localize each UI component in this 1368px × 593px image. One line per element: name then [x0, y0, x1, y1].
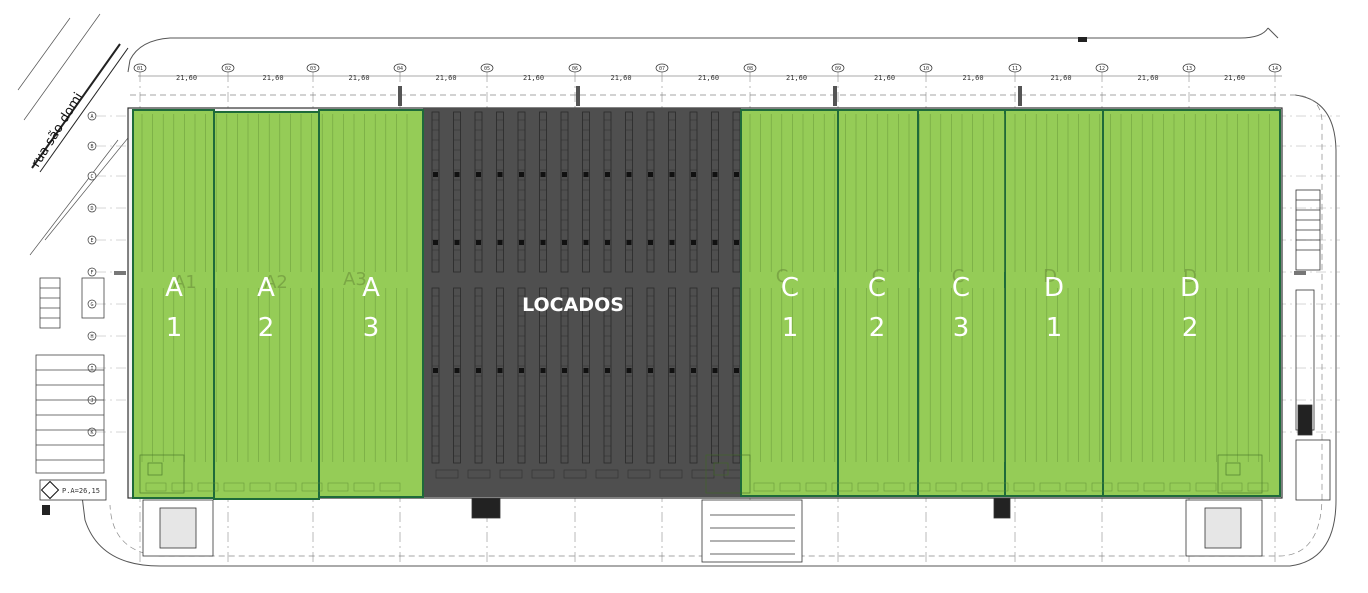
module-C1-letter: C: [781, 273, 799, 303]
small-block-icon: [1078, 37, 1087, 42]
module-D1-number: 1: [1046, 313, 1063, 343]
span-dimension: 21,60: [263, 74, 284, 82]
module-C3-number: 3: [953, 313, 970, 343]
module-D1-letter: D: [1044, 273, 1064, 303]
column-bubble-label: 13: [1186, 66, 1192, 72]
site-boundary-inner: [109, 94, 1323, 557]
dock-door-markers: [114, 86, 1306, 275]
street: rua são domi: [17, 13, 129, 256]
column-bubble-label: 06: [572, 66, 578, 72]
module-A2[interactable]: [213, 111, 320, 500]
module-C1-ghost-label: C: [776, 266, 789, 287]
module-A1-ghost-label: A1: [173, 272, 197, 293]
module-D1-ghost-label: D: [1043, 266, 1057, 287]
module-A2-letter: A: [257, 273, 275, 303]
stair-structures: [142, 497, 1263, 563]
stair-structure-right: [1295, 189, 1331, 501]
span-dimension: 21,60: [698, 74, 719, 82]
span-dimension: 21,60: [1051, 74, 1072, 82]
column-bubble-label: 04: [397, 66, 403, 72]
span-dimension: 21,60: [611, 74, 632, 82]
street-name-label: rua são domi: [29, 90, 87, 170]
parking-area-left: [35, 277, 105, 474]
column-bubble-label: 09: [835, 66, 841, 72]
module-D2-letter: D: [1180, 273, 1200, 303]
row-bubble-label: B: [90, 144, 93, 150]
module-A1-number: 1: [166, 313, 183, 343]
column-bubble-label: 05: [484, 66, 490, 72]
module-C1-number: 1: [782, 313, 799, 343]
module-A3[interactable]: [318, 109, 424, 498]
span-dimension: 21,60: [349, 74, 370, 82]
module-C3-letter: C: [952, 273, 970, 303]
level-marker-label: P.A=26,15: [62, 487, 100, 495]
row-bubble-label: C: [90, 174, 93, 180]
site-boundary-curve: [79, 94, 1337, 567]
row-bubble-label: J: [90, 398, 93, 404]
column-bubble-label: 14: [1272, 66, 1278, 72]
span-dimension: 21,60: [523, 74, 544, 82]
module-C2-number: 2: [869, 313, 886, 343]
module-C2-ghost-label: C: [872, 266, 885, 287]
level-marker: P.A=26,15: [39, 479, 107, 501]
column-bubble-label: 11: [1012, 66, 1018, 72]
span-dimension: 21,60: [874, 74, 895, 82]
module-C3[interactable]: [917, 109, 1006, 497]
module-C1[interactable]: [740, 109, 839, 497]
row-bubble-label: D: [90, 206, 93, 212]
module-A2-number: 2: [258, 313, 275, 343]
span-dimension: 21,60: [963, 74, 984, 82]
span-dimension: 21,60: [436, 74, 457, 82]
span-dimension: 21,60: [1224, 74, 1245, 82]
column-grid-bubbles: 01 02 03 04 05 06 07 08 09 10 11 12 13 14 21,60 21,60 21…: [133, 63, 1282, 82]
span-dimension: 21,60: [786, 74, 807, 82]
module-rack-pattern: [139, 114, 1270, 494]
row-bubble-label: F: [90, 270, 93, 276]
column-bubble-label: 02: [225, 66, 231, 72]
row-bubble-label: K: [90, 430, 93, 436]
module-D2[interactable]: [1102, 109, 1281, 497]
column-bubble-label: 01: [137, 66, 143, 72]
span-dimension: 21,60: [1138, 74, 1159, 82]
module-D2-ghost-label: D: [1183, 266, 1197, 287]
column-bubble-label: 03: [310, 66, 316, 72]
module-C3-ghost-label: C: [952, 266, 965, 287]
column-bubble-label: 08: [747, 66, 753, 72]
row-grid-bubbles: A B C D E F G H I J K: [87, 111, 97, 437]
column-bubble-label: 10: [923, 66, 929, 72]
module-A1-letter: A: [165, 273, 183, 303]
row-bubble-label: H: [90, 334, 93, 340]
module-D1[interactable]: [1004, 109, 1104, 497]
small-block-icon: [42, 505, 50, 515]
module-A3-ghost-label: A3: [343, 269, 367, 290]
module-A3-letter: A: [362, 273, 380, 303]
module-C2-letter: C: [868, 273, 886, 303]
module-C2[interactable]: [837, 109, 919, 497]
row-bubble-label: A: [90, 114, 93, 120]
span-dimension: 21,60: [176, 74, 197, 82]
module-A2-ghost-label: A2: [264, 272, 288, 293]
module-D2-number: 2: [1182, 313, 1199, 343]
occupied-label: LOCADOS: [522, 294, 624, 316]
module-A3-number: 3: [363, 313, 380, 343]
row-bubble-label: E: [90, 238, 93, 244]
column-bubble-label: 07: [659, 66, 665, 72]
column-bubble-label: 12: [1099, 66, 1105, 72]
site-boundary: [127, 27, 1279, 73]
row-bubble-label: I: [90, 366, 93, 372]
row-bubble-label: G: [90, 302, 93, 308]
